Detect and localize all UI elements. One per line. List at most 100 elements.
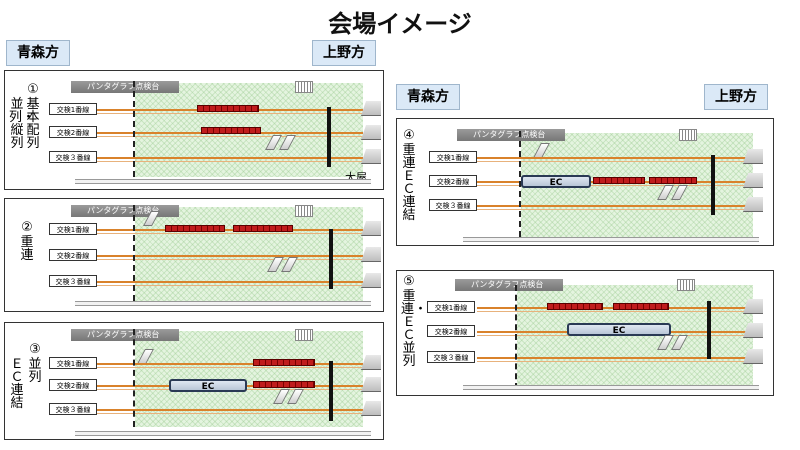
track-3	[477, 357, 753, 362]
inspection-deck: パンタグラフ点検台	[71, 205, 179, 217]
buffer-stop-icon	[361, 355, 381, 370]
track-3-label: 交検３番線	[429, 199, 477, 211]
train-car-icon	[649, 177, 697, 184]
floor-line	[463, 237, 759, 242]
panel-4-number: ④	[403, 128, 415, 143]
buffer-stop-icon	[361, 247, 381, 262]
inspection-deck: パンタグラフ点検台	[71, 329, 179, 341]
panel-5-number: ⑤	[403, 274, 415, 289]
ec-unit: EC	[521, 175, 591, 188]
page-title: 会場イメージ	[328, 10, 472, 38]
direction-ueno-right: 上野方	[704, 84, 768, 110]
buffer-stop-icon	[743, 149, 763, 164]
train-car-icon	[613, 303, 669, 310]
buffer-stop-icon	[361, 221, 381, 236]
roof-wall	[707, 301, 711, 359]
track-1-label: 交検1番線	[427, 301, 475, 313]
train-car-icon	[253, 381, 315, 388]
inspection-deck: パンタグラフ点検台	[71, 81, 179, 93]
panel-5: ⑤ 重連・ＥＣ並列 パンタグラフ点検台 交検1番線 交検2番線 交検３番線 EC	[396, 270, 774, 396]
buffer-stop-icon	[743, 323, 763, 338]
inspection-deck-end	[679, 129, 697, 141]
track-3-label: 交検３番線	[49, 275, 97, 287]
floor-line	[75, 431, 371, 436]
panel-1-label-2: 並列・縦列	[9, 97, 36, 151]
track-2-label: 交検2番線	[427, 325, 475, 337]
direction-aomori-right: 青森方	[396, 84, 460, 110]
inspection-deck-end	[295, 205, 313, 217]
buffer-stop-icon	[361, 149, 381, 164]
floor-line	[75, 179, 371, 184]
ec-unit: EC	[567, 323, 671, 336]
boundary-line	[133, 81, 135, 177]
track-1	[477, 157, 753, 162]
boundary-line	[519, 131, 521, 237]
track-2	[95, 255, 363, 260]
buffer-stop-icon	[743, 197, 763, 212]
train-car-icon	[197, 105, 259, 112]
panel-2: ② 重連 パンタグラフ点検台 交検1番線 交検2番線 交検３番線	[4, 198, 384, 312]
train-car-icon	[593, 177, 645, 184]
track-1-label: 交検1番線	[49, 223, 97, 235]
panel-1: ① 基本配列 並列・縦列 パンタグラフ点検台 交検1番線 交検2番線 交検３番線…	[4, 70, 384, 190]
floor-line	[463, 385, 759, 390]
buffer-stop-icon	[361, 101, 381, 116]
roof-wall	[329, 229, 333, 289]
floor-line	[75, 301, 371, 306]
train-car-icon	[253, 359, 315, 366]
track-2-label: 交検2番線	[49, 379, 97, 391]
track-2-label: 交検2番線	[49, 249, 97, 261]
panel-3-label: 並列	[28, 357, 42, 385]
ec-unit: EC	[169, 379, 247, 392]
train-car-icon	[201, 127, 261, 134]
buffer-stop-icon	[361, 125, 381, 140]
grass-area	[135, 331, 363, 427]
track-3-label: 交検３番線	[49, 403, 97, 415]
buffer-stop-icon	[361, 377, 381, 392]
inspection-deck-end	[295, 329, 313, 341]
buffer-stop-icon	[743, 349, 763, 364]
track-3-label: 交検３番線	[49, 151, 97, 163]
panel-1-number: ①	[27, 82, 39, 97]
track-2-label: 交検2番線	[429, 175, 477, 187]
roof-wall	[711, 155, 715, 215]
roof-wall	[327, 107, 331, 167]
track-1-label: 交検1番線	[429, 151, 477, 163]
inspection-deck: パンタグラフ点検台	[457, 129, 565, 141]
buffer-stop-icon	[743, 299, 763, 314]
track-3	[95, 281, 363, 286]
track-1-label: 交検1番線	[49, 357, 97, 369]
panel-5-label: 重連・ＥＣ並列	[401, 289, 428, 369]
direction-ueno-left: 上野方	[312, 40, 376, 66]
track-1-label: 交検1番線	[49, 103, 97, 115]
track-1	[95, 363, 363, 368]
panel-2-number: ②	[21, 220, 33, 235]
panel-1-label: 基本配列	[26, 97, 40, 151]
buffer-stop-icon	[361, 401, 381, 416]
panel-3-number: ③	[29, 342, 41, 357]
track-3	[477, 205, 753, 210]
track-2-label: 交検2番線	[49, 126, 97, 138]
track-1	[95, 229, 363, 234]
boundary-line	[515, 285, 517, 389]
train-car-icon	[547, 303, 603, 310]
track-3-label: 交検３番線	[427, 351, 475, 363]
panel-4-label: 重連ＥＣ連結	[402, 143, 416, 223]
inspection-deck-end	[295, 81, 313, 93]
boundary-line	[133, 205, 135, 301]
panel-3-label-2: ＥＣ連結	[10, 357, 24, 411]
track-3	[95, 157, 363, 162]
train-car-icon	[165, 225, 225, 232]
buffer-stop-icon	[361, 273, 381, 288]
boundary-line	[133, 329, 135, 427]
panel-3: ③ 並列 ＥＣ連結 パンタグラフ点検台 交検1番線 交検2番線 交検３番線 EC	[4, 322, 384, 440]
panel-4: ④ 重連ＥＣ連結 パンタグラフ点検台 交検1番線 交検2番線 交検３番線 EC	[396, 118, 774, 246]
grass-area	[517, 285, 753, 387]
direction-aomori-left: 青森方	[6, 40, 70, 66]
inspection-deck: パンタグラフ点検台	[455, 279, 563, 291]
inspection-deck-end	[677, 279, 695, 291]
panel-2-label: 重連	[20, 235, 34, 263]
train-car-icon	[233, 225, 293, 232]
buffer-stop-icon	[743, 173, 763, 188]
roof-wall	[329, 361, 333, 421]
